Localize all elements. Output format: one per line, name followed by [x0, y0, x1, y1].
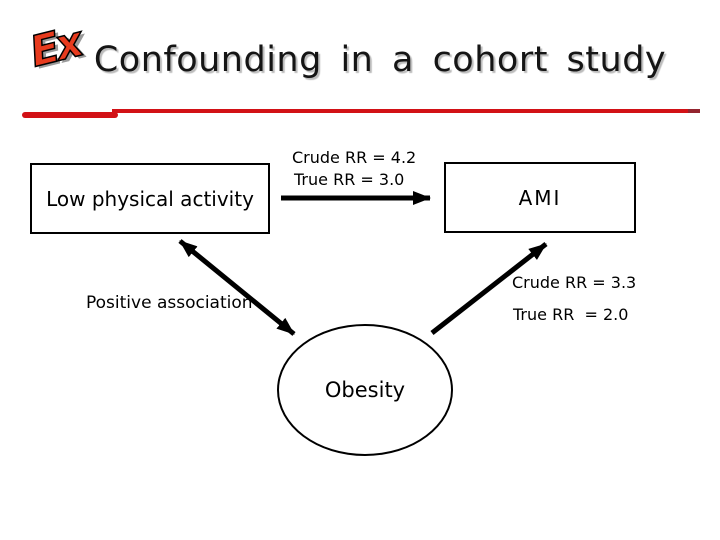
crude-rr-top-label: Crude RR = 4.2 [292, 148, 417, 167]
true-rr-right-label: True RR = 2.0 [513, 305, 629, 324]
positive-association-label: Positive association [86, 293, 253, 313]
title-underline-tip [688, 109, 700, 113]
exposure-confounder-double-arrow [178, 239, 296, 336]
ex-logo-icon: Ex [24, 16, 86, 77]
title-underline-thick [22, 112, 118, 118]
slide-title: Confounding in a cohort study [93, 40, 667, 80]
crude-rr-right-label: Crude RR = 3.3 [512, 273, 637, 292]
true-rr-top-label: True RR = 3.0 [294, 170, 405, 189]
confounder-label: Obesity [324, 378, 406, 402]
title-underline-thin [112, 109, 690, 113]
outcome-box: AMI [444, 162, 636, 233]
outcome-box-label: AMI [518, 185, 562, 210]
exposure-box: Low physical activity [30, 163, 270, 234]
exposure-box-label: Low physical activity [46, 186, 254, 211]
confounder-ellipse: Obesity [277, 324, 453, 456]
